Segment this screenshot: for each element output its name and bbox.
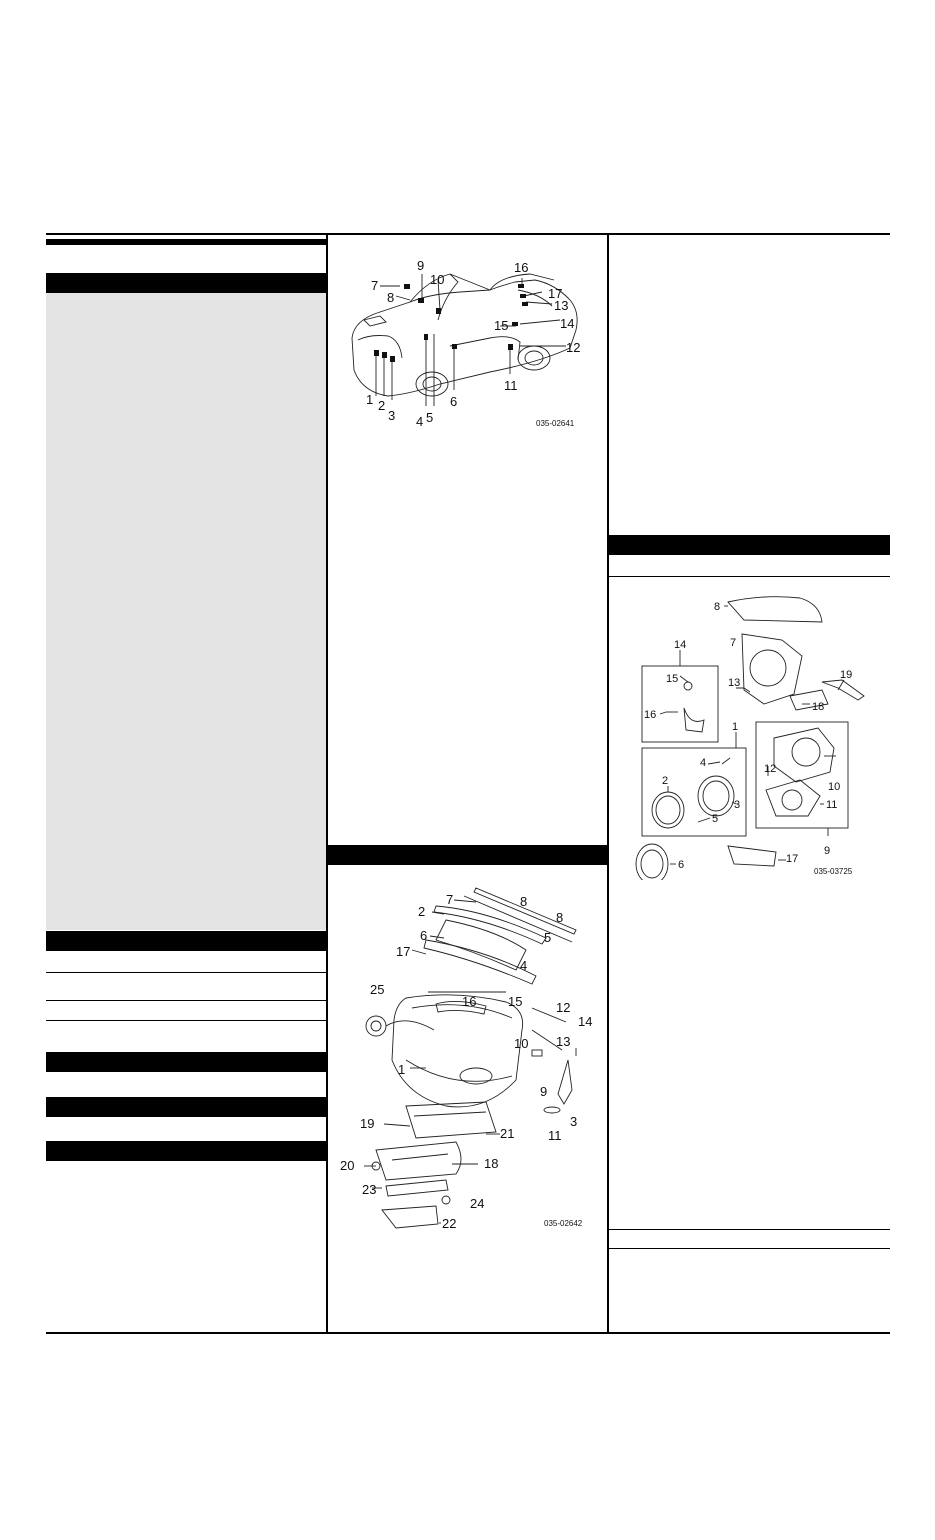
column-divider-2: [607, 233, 609, 1334]
left-rule-a: [46, 972, 326, 973]
right-rule-a: [609, 576, 890, 577]
callout: 19: [360, 1116, 374, 1131]
callout: 4: [416, 414, 423, 429]
callout: 12: [566, 340, 580, 355]
callout: 13: [554, 298, 568, 313]
callout: 15: [494, 318, 508, 333]
left-section-header-5: [46, 1141, 326, 1161]
callout: 17: [396, 944, 410, 959]
callout: 1: [732, 721, 738, 733]
right-rule-c: [609, 1248, 890, 1249]
callout: 12: [764, 763, 776, 775]
callout: 14: [674, 639, 686, 651]
callout: 4: [520, 958, 527, 973]
callout: 5: [426, 410, 433, 425]
callout: 9: [540, 1084, 547, 1099]
callout: 13: [556, 1034, 570, 1049]
callout: 24: [470, 1196, 484, 1211]
callout: 17: [786, 853, 798, 865]
callout: 15: [508, 994, 522, 1009]
callout: 11: [504, 378, 518, 393]
callout: 10: [514, 1036, 528, 1051]
callout: 19: [840, 669, 852, 681]
figure-code: 035-03725: [814, 867, 853, 876]
callout: 4: [700, 757, 706, 769]
left-rule-c: [46, 1020, 326, 1021]
bottom-rule: [46, 1332, 890, 1334]
callout: 7: [730, 637, 736, 649]
left-section-header-3: [46, 1052, 326, 1072]
callout: 1: [398, 1062, 405, 1077]
callout: 16: [644, 709, 656, 721]
callout: 11: [548, 1128, 562, 1143]
callout: 12: [556, 1000, 570, 1015]
callout: 23: [362, 1182, 376, 1197]
callout: 8: [387, 290, 394, 305]
right-section-header: [609, 535, 890, 555]
callout: 3: [570, 1114, 577, 1129]
callout: 6: [678, 859, 684, 871]
callout: 5: [712, 813, 718, 825]
callout: 18: [812, 701, 824, 713]
callout: 8: [556, 910, 563, 925]
figure-code: 035-02641: [536, 419, 575, 428]
callout: 25: [370, 982, 384, 997]
callout: 9: [824, 845, 830, 857]
left-section-header-2: [46, 931, 326, 951]
callout: 6: [450, 394, 457, 409]
callout: 21: [500, 1126, 514, 1141]
callout: 2: [662, 775, 668, 787]
callout: 6: [420, 928, 427, 943]
callout: 18: [484, 1156, 498, 1171]
callout: 2: [418, 904, 425, 919]
callout: 10: [828, 781, 840, 793]
car-label-location-diagram: 7 8 9 10 1 2 3 4 5 6 11 12 16 17 13 14 1…: [351, 258, 580, 429]
left-rule-b: [46, 1000, 326, 1001]
left-thick-rule: [46, 239, 326, 245]
callout: 8: [520, 894, 527, 909]
callout: 16: [514, 260, 528, 275]
callout: 14: [560, 316, 574, 331]
left-section-header-4: [46, 1097, 326, 1117]
callout: 10: [430, 272, 444, 287]
callout: 8: [714, 601, 720, 613]
callout: 1: [366, 392, 373, 407]
callout: 14: [578, 1014, 592, 1029]
callout: 20: [340, 1158, 354, 1173]
figure-code: 035-02642: [544, 1219, 583, 1228]
callout: 13: [728, 677, 740, 689]
headlight-exploded-diagram: 8 7 14 15 16 13 19 18 1 4 2 3 5 12 10 11…: [635, 596, 865, 880]
callout: 15: [666, 673, 678, 685]
column-divider-1: [326, 233, 328, 1334]
mid-section-header: [328, 845, 607, 865]
top-rule: [46, 233, 890, 235]
callout: 5: [544, 930, 551, 945]
callout: 11: [826, 799, 837, 811]
callout: 7: [371, 278, 378, 293]
callout: 9: [417, 258, 424, 273]
callout: 2: [378, 398, 385, 413]
callout: 17: [548, 286, 562, 301]
left-section-header-1: [46, 273, 326, 293]
callout: 3: [734, 799, 740, 811]
right-rule-b: [609, 1229, 890, 1230]
front-bumper-exploded-diagram: 7 8 8 2 5 6 17 4 25 16 15 12 14 10 13 1 …: [340, 887, 592, 1231]
callout: 16: [462, 994, 476, 1009]
left-shaded-table: [46, 293, 326, 930]
callout: 7: [446, 892, 453, 907]
callout: 3: [388, 408, 395, 423]
callout: 22: [442, 1216, 456, 1231]
